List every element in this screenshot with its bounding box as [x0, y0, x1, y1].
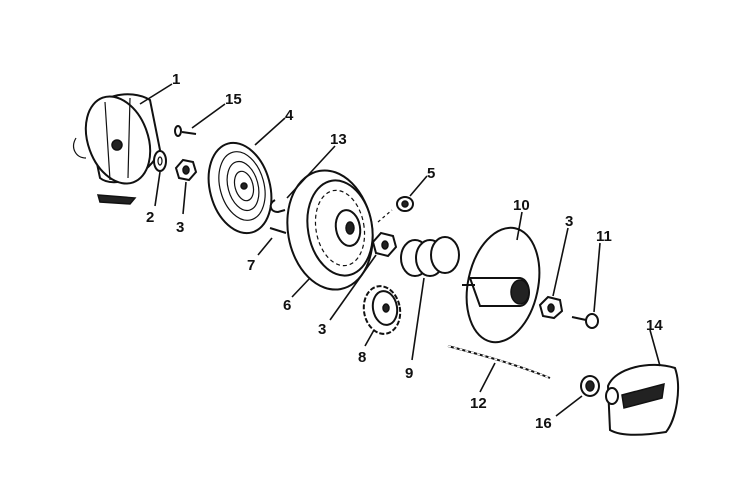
leader-8: [364, 329, 375, 347]
part-3-nut-middle: [371, 231, 398, 258]
leader-5: [409, 175, 428, 197]
callout-7: 7: [247, 257, 255, 274]
callout-3-right: 3: [565, 213, 573, 230]
callout-3-middle: 3: [318, 321, 326, 338]
part-3-nut-right: [538, 295, 564, 320]
leader-1: [139, 83, 173, 105]
callout-14: 14: [646, 317, 663, 334]
leader-3b: [329, 254, 377, 321]
leader-9: [411, 277, 425, 361]
leader-6: [291, 277, 311, 298]
leader-14: [649, 329, 661, 367]
callout-6: 6: [283, 297, 291, 314]
leader-7: [257, 237, 273, 256]
part-9-spring: [400, 236, 460, 277]
leader-3c: [552, 227, 569, 297]
callout-3: 3: [176, 219, 184, 236]
leader-3a: [182, 181, 187, 215]
callout-9: 9: [405, 365, 413, 382]
part-6-pulley: [286, 169, 374, 291]
part-4-rewind-spring: [207, 141, 273, 235]
part-16-rope-retainer: [580, 375, 600, 397]
leader-lines: [139, 83, 661, 417]
part-2-washer: [153, 150, 167, 172]
part-1-starter-housing: [73, 93, 162, 205]
leader-10: [516, 211, 523, 241]
callout-8: 8: [358, 349, 366, 366]
leader-4: [254, 117, 286, 146]
leader-16: [555, 395, 583, 417]
callout-1: 1: [172, 71, 180, 88]
callout-5: 5: [427, 165, 435, 182]
part-13-spring-clip: [269, 199, 286, 214]
callout-12: 12: [470, 395, 487, 412]
callout-11: 11: [596, 228, 612, 245]
part-15-screw: [174, 125, 197, 137]
part-14-handle: [605, 363, 679, 436]
callout-16: 16: [535, 415, 552, 432]
part-12-starter-rope: [447, 345, 551, 379]
callout-13: 13: [330, 131, 347, 148]
part-3-nut: [174, 158, 198, 182]
leader-15: [191, 103, 226, 129]
callout-4: 4: [285, 107, 294, 124]
part-5-bushing: [396, 196, 414, 212]
part-8-pinion-gear: [362, 285, 402, 335]
callout-10: 10: [513, 197, 530, 214]
leader-12: [479, 362, 496, 393]
callout-labels: 1 2 3 4 5 6 7 8 9 10 3 11 12 13 14 15 16…: [146, 71, 663, 432]
part-7-pin: [269, 227, 287, 234]
part-10-cover-plate: [462, 226, 541, 344]
leader-2: [154, 171, 161, 207]
callout-15: 15: [225, 91, 242, 108]
part-11-bolt: [571, 313, 599, 329]
leader-11: [593, 242, 601, 313]
callout-2: 2: [146, 209, 154, 226]
leader-13: [286, 145, 336, 199]
